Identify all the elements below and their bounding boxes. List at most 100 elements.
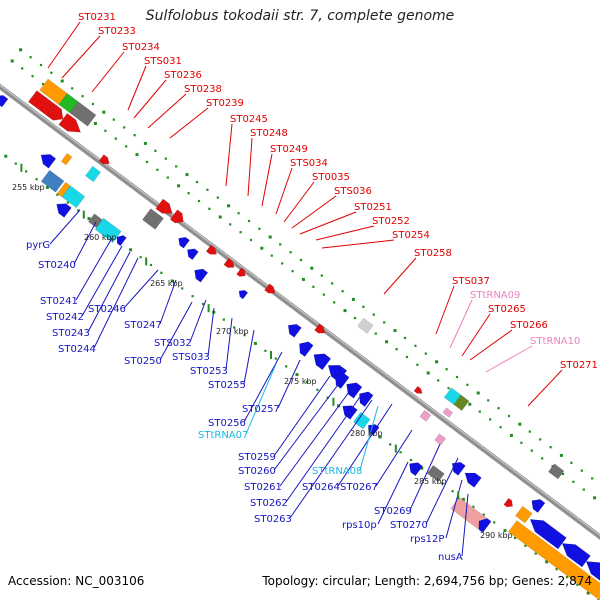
leader-line [279, 387, 353, 487]
gene-feature [547, 463, 565, 480]
gene-feature [314, 323, 326, 334]
scale-dot [541, 457, 544, 460]
gene-label: ST0236 [164, 70, 202, 81]
leader-line [435, 285, 455, 335]
scale-dot [31, 75, 34, 78]
gene-label: ST0251 [354, 202, 392, 213]
gene-label: STS033 [172, 352, 210, 363]
gene-label: ST0263 [254, 514, 292, 525]
scale-label: 270 kbp [216, 327, 249, 336]
scale-dot [104, 129, 107, 132]
gene-feature [451, 461, 466, 476]
leader-line [425, 457, 459, 525]
scale-dot [201, 302, 205, 306]
scale-dot [530, 449, 533, 452]
scale-dot [93, 121, 97, 125]
gene-feature [299, 341, 314, 358]
scale-dot [405, 355, 409, 359]
gene-label: ST0252 [372, 216, 410, 227]
leader-line [315, 225, 375, 241]
scale-dot [227, 204, 231, 208]
leader-line [123, 269, 159, 309]
scale-dot [216, 196, 219, 199]
scale-dot [10, 59, 14, 63]
gene-label: STS032 [154, 338, 192, 349]
scale-dot [580, 469, 583, 472]
gene-label: STS037 [452, 276, 490, 287]
leader-line [469, 329, 513, 361]
gene-feature [514, 505, 533, 524]
leader-line [445, 479, 463, 539]
gene-label: ST0233 [98, 26, 136, 37]
scale-dot [507, 414, 511, 418]
scale-dot [499, 426, 502, 429]
scale-dot [45, 185, 49, 189]
gene-label: rps10p [342, 520, 377, 531]
gene-feature [413, 385, 423, 394]
gene-label: ST0270 [390, 520, 428, 531]
gene-feature [313, 353, 332, 371]
scale-dot [441, 482, 444, 485]
gene-label: ST0269 [374, 506, 412, 517]
scale-dot [489, 418, 492, 421]
leader-line [91, 51, 125, 93]
gene-feature [287, 323, 302, 338]
gene-label: STtRNA07 [198, 430, 248, 441]
scale-label: 255 kbp [12, 183, 45, 192]
scale-dot [281, 262, 284, 265]
scale-dot [393, 329, 397, 333]
gene-feature [585, 561, 600, 581]
scale-dot [139, 256, 142, 259]
gene-label: STtRNA08 [312, 466, 362, 477]
gene-label: ST0245 [230, 114, 268, 125]
scale-dot [123, 126, 126, 129]
leader-line [75, 237, 113, 301]
scale-dot [403, 336, 407, 340]
scale-label: 285 kbp [414, 477, 447, 486]
scale-dot [316, 388, 319, 391]
leader-line [375, 429, 413, 487]
leader-line [61, 35, 101, 79]
scale-dot [247, 219, 251, 223]
scale-dot [233, 326, 236, 329]
scale-dot [341, 290, 344, 293]
scale-dot [91, 102, 95, 106]
scale-dot [385, 340, 389, 344]
scale-dot [299, 258, 303, 262]
leader-line [337, 403, 393, 487]
gene-feature [141, 208, 165, 230]
gene-label: ST0246 [88, 304, 126, 315]
scale-dot [264, 349, 267, 352]
gene-feature [409, 462, 424, 477]
gene-feature [419, 409, 432, 422]
leader-line [133, 79, 167, 119]
gene-label: ST0239 [206, 98, 244, 109]
scale-dot [270, 254, 273, 257]
gene-feature [453, 394, 470, 412]
leader-line [159, 301, 193, 361]
scale-dot [524, 544, 527, 547]
scale-dot [482, 513, 485, 516]
gene-feature [0, 95, 9, 108]
gene-feature [47, 104, 64, 121]
gene-feature [40, 154, 57, 169]
gene-label: ST0261 [244, 482, 282, 493]
leader-line [321, 239, 395, 249]
scale-dot [305, 380, 309, 384]
scale-dot [426, 371, 430, 375]
gene-feature [194, 268, 209, 283]
scale-dot [399, 451, 402, 454]
gene-feature [40, 169, 65, 193]
scale-dot [21, 67, 24, 70]
scale-dot [466, 383, 469, 386]
leader-line [261, 153, 273, 207]
gene-label: ST0231 [78, 12, 116, 23]
gene-feature [357, 317, 374, 334]
scale-dot [331, 282, 334, 285]
scale-dot [71, 87, 74, 90]
gene-feature [561, 543, 591, 568]
scale-dot [362, 305, 365, 308]
gene-feature [223, 257, 235, 268]
scale-dot [237, 212, 240, 215]
